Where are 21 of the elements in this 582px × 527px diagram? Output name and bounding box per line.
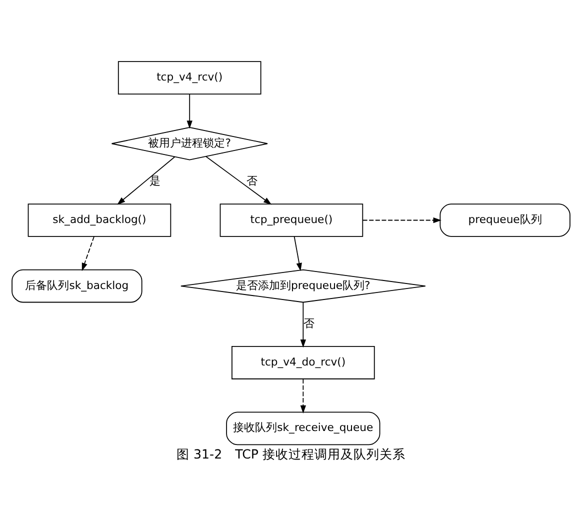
node-diamond: 被用户进程锁定? — [111, 126, 268, 160]
arrow — [186, 94, 192, 129]
edge-label: 否 — [246, 174, 258, 188]
arrow — [300, 302, 306, 348]
arrow — [82, 236, 94, 272]
edge-label: 否 — [304, 317, 315, 330]
node-box: sk_add_backlog() — [28, 204, 172, 237]
node-box: tcp_prequeue() — [220, 204, 364, 237]
arrow — [206, 156, 272, 205]
node-box: tcp_v4_do_rcv() — [232, 346, 375, 380]
arrow — [300, 378, 306, 414]
node-box: 接收队列sk_receive_queue — [226, 412, 380, 446]
node-diamond: 是否添加到prequeue队列? — [180, 269, 426, 303]
edge-label: 是 — [149, 174, 160, 188]
node-box: 后备队列sk_backlog — [12, 269, 142, 303]
arrow — [294, 236, 302, 272]
node-box: tcp_v4_rcv() — [118, 61, 262, 94]
arrow — [117, 156, 176, 205]
node-box: prequeue队列 — [440, 204, 570, 237]
caption: 图 31-2 TCP 接收过程调用及队列关系 — [176, 446, 406, 462]
arrow — [362, 217, 442, 224]
